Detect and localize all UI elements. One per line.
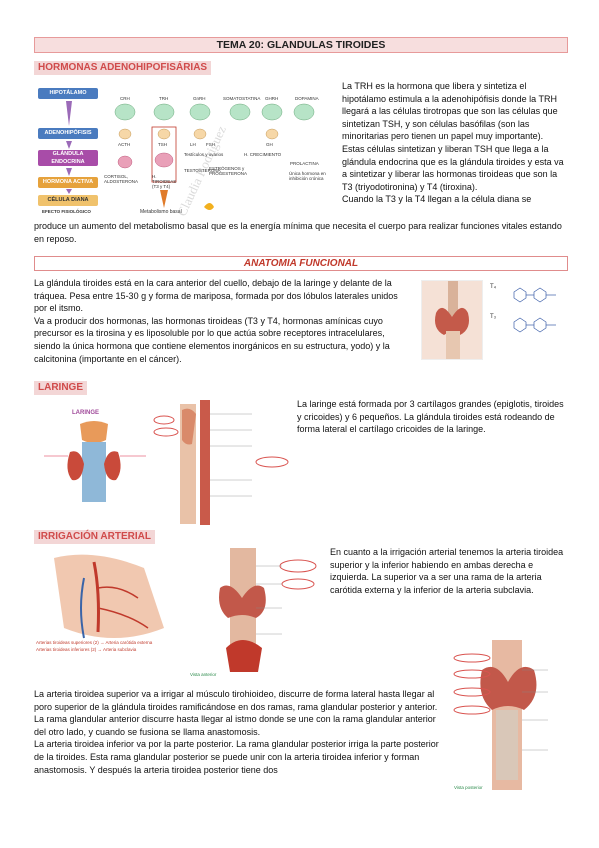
flow-label-hipotalamo: HIPOTÁLAMO — [38, 88, 98, 99]
paragraph-trh: La TRH es la hormona que libera y sintet… — [342, 81, 558, 142]
col-label-dopamina: DOPAMINA — [295, 96, 319, 101]
laringe-figure-anterior: LARINGE — [34, 400, 154, 510]
flow-label-celula: CÉLULA DIANA — [38, 195, 98, 206]
section-heading-irrigacion: IRRIGACIÓN ARTERIAL — [34, 530, 155, 544]
paragraph-diana-b: produce un aumento del metabolismo basal… — [34, 221, 562, 244]
pit-label-acth: ACTH — [118, 142, 131, 147]
paragraph-anat-1: La glándula tiroides está en la cara ant… — [34, 278, 398, 314]
flow-label-glandula: GLÁNDULA ENDOCRINA — [38, 150, 98, 166]
pit-label-prolactina: PROLACTINA — [290, 161, 319, 166]
formula-label-t3: T₃ — [490, 314, 497, 320]
formula-label-t4: T₄ — [490, 284, 497, 290]
paragraph-irrig-1: En cuanto a la irrigación arterial tenem… — [330, 547, 564, 595]
out-label-cortisol: CORTISOL, ALDOSTERONA — [104, 174, 139, 184]
out-label-crecimiento: H. CRECIMIENTO — [244, 152, 282, 157]
thyroid-illustration — [421, 280, 483, 360]
out-label-tiroideas: H. TIROIDEAS (T3 y T4) — [152, 174, 177, 189]
out-label-testosterona: TESTOSTERONA — [184, 168, 221, 173]
section-heading-anatomia: ANATOMIA FUNCIONAL — [34, 256, 568, 271]
metabolismo-label: Metabolismo basal — [140, 209, 182, 215]
irrigation-figure-posterior: Vista posterior — [452, 640, 566, 795]
out-label-inhibicion: Única hormona en inhibición crónica — [289, 171, 326, 181]
pit-label-tsh: TSH — [158, 142, 167, 147]
irrig-legend-1: Arterias tiroideas superiores (2) → Arte… — [36, 640, 153, 645]
chemical-formulas: T₄ T₃ — [490, 282, 570, 342]
text-trh: La TRH es la hormona que libera y sintet… — [342, 80, 564, 206]
irrigation-figure-lateral: Arterias tiroideas superiores (2) → Arte… — [34, 548, 184, 658]
laringe-figure-title: LARINGE — [72, 410, 99, 416]
col-label-gnrh: GnRH — [193, 96, 206, 101]
col-label-trh: TRH — [159, 96, 169, 101]
text-irrigacion: La arteria tiroidea superior va a irriga… — [34, 688, 446, 776]
paragraph-irrig-4: La arteria tiroidea inferior va por la p… — [34, 739, 439, 775]
flow-label-efecto: EFECTO FISIOLÓGICO — [42, 209, 91, 214]
section-heading-hormonas: HORMONAS ADENOHIPOFISÁRIAS — [34, 61, 212, 75]
paragraph-irrig-2: La arteria tiroidea superior va a irriga… — [34, 689, 438, 712]
col-label-crh: CRH — [120, 96, 130, 101]
col-label-somatostatina: SOMATOSTATINA — [223, 96, 261, 101]
page-title: TEMA 20: GLANDULAS TIROIDES — [34, 37, 568, 53]
pit-label-fsh: FSH — [206, 142, 215, 147]
section-heading-laringe: LARINGE — [34, 381, 87, 395]
paragraph-laringe: La laringe está formada por 3 cartílagos… — [297, 399, 564, 435]
text-anatomia: La glándula tiroides está en la cara ant… — [34, 277, 412, 365]
irrigation-figure-anterior: Vista anterior — [186, 548, 326, 680]
paragraph-anat-2: Va a producir dos hormonas, las hormonas… — [34, 315, 390, 364]
pit-label-lh: LH — [190, 142, 196, 147]
paragraph-tsh: Estas células sintetizan y liberan TSH q… — [342, 143, 564, 192]
label-vista-anterior: Vista anterior — [190, 672, 217, 677]
flow-label-adenohipofisis: ADENOHIPÓFISIS — [38, 128, 98, 139]
pit-label-gh: GH — [266, 142, 273, 147]
irrig-legend-2: Arterias tiroideas inferiores (2) → Arte… — [36, 647, 137, 652]
out-label-gonadas: Testículos y ovarios — [184, 152, 224, 157]
hormone-diagram: HIPOTÁLAMO ADENOHIPÓFISIS GLÁNDULA ENDOC… — [34, 82, 339, 222]
flow-label-hormona: HORMONA ACTIVA — [38, 177, 98, 188]
paragraph-irrig-3: La rama glandular anterior discurre hast… — [34, 714, 436, 737]
label-vista-posterior: Vista posterior — [454, 785, 483, 790]
diagram-graphics — [66, 101, 315, 210]
paragraph-diana-a: Cuando la T3 y la T4 llegan a la célula … — [342, 194, 532, 205]
laringe-figure-lateral — [152, 400, 292, 525]
out-label-estrogenos: ESTRÓGENOS y PROGESTERONA — [209, 166, 248, 176]
col-label-ghrh: GHRH — [265, 96, 279, 101]
